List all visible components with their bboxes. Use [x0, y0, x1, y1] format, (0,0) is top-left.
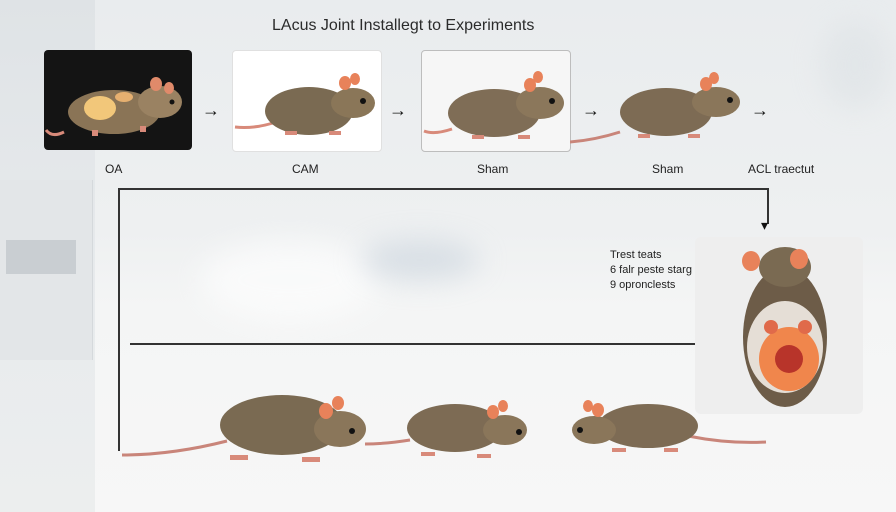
stage-panel-cam	[232, 50, 382, 152]
bottom-rat-3	[568, 392, 768, 467]
bottom-rat-1	[121, 385, 367, 475]
tests-line: 6 falr peste starg	[610, 264, 692, 276]
stage-label-cam: CAM	[292, 162, 319, 176]
connector-middle	[130, 343, 696, 345]
tests-line: 9 opronclests	[610, 279, 676, 291]
stage-panel-oa	[44, 50, 192, 150]
right-arrow-icon: →	[582, 100, 600, 120]
down-arrow-icon: ▾	[761, 217, 769, 233]
stage-panel-sham-1	[421, 50, 571, 152]
connector-down	[767, 188, 769, 224]
stage-label-oa: OA	[105, 162, 123, 176]
background-cabinet	[0, 180, 93, 360]
bottom-rat-2	[364, 392, 540, 472]
right-arrow-icon: →	[751, 100, 769, 120]
tests-line: Trest teats	[610, 249, 662, 261]
right-arrow-icon: →	[389, 100, 407, 120]
acl-panel	[695, 237, 863, 414]
stage-rat-sham-2	[569, 70, 745, 155]
right-arrow-icon: →	[202, 100, 220, 120]
stage-label-sham-2: Sham	[652, 162, 684, 176]
stage-label-acl: ACL traectut	[748, 162, 815, 176]
stage-label-sham-1: Sham	[477, 162, 509, 176]
connector-left	[118, 188, 120, 451]
tests-text-block: Trest teats 6 falr peste starg 9 oproncl…	[610, 248, 692, 293]
diagram-title: LAcus Joint Installegt to Experiments	[272, 17, 535, 34]
connector-top	[118, 188, 769, 190]
